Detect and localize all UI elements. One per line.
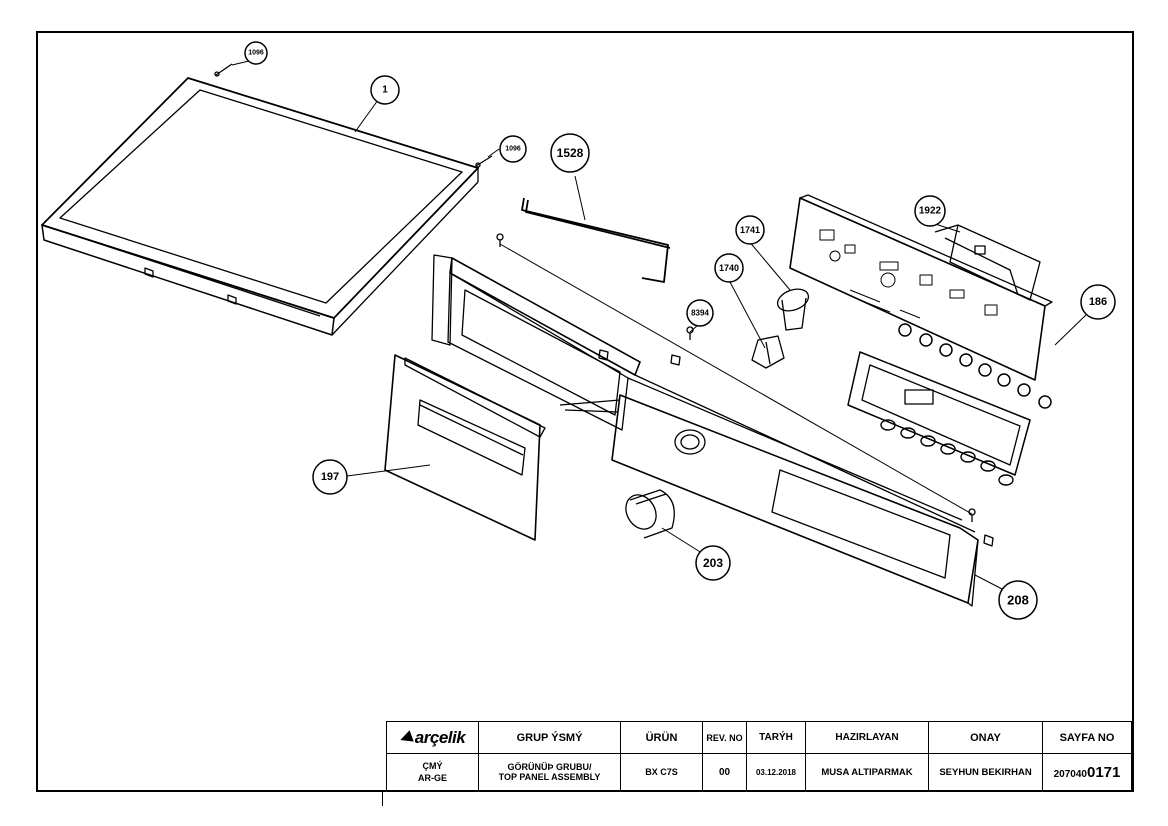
header-product: ÜRÜN: [620, 721, 703, 754]
callout-label: 208: [1007, 593, 1029, 608]
header-date: TARÝH: [746, 721, 806, 754]
callout-label: 1528: [557, 146, 584, 160]
callout-label: 197: [321, 471, 339, 483]
display-board-part: [847, 351, 1031, 486]
callout-label: 8394: [691, 309, 709, 318]
callout-1096-right: [499, 135, 527, 163]
brand-logo: arçelik: [386, 721, 479, 754]
callout-1: [370, 75, 400, 105]
product-value: BX C7S: [620, 753, 703, 791]
screw-1096-left: [214, 63, 233, 77]
title-block: arçelik GRUP ÝSMÝ ÜRÜN REV. NO TARÝH HAZ…: [386, 721, 1132, 791]
callout-label: 1096: [248, 50, 264, 57]
drawer-front-part: [384, 354, 546, 541]
department-line2: AR-GE: [418, 773, 447, 783]
header-approval: ONAY: [928, 721, 1043, 754]
page-no-suffix: 0171: [1087, 763, 1121, 781]
callout-label: 1740: [719, 263, 739, 273]
knob-part: [625, 489, 675, 539]
header-prepared-by: HAZIRLAYAN: [805, 721, 929, 754]
callout-1922: [914, 195, 946, 227]
panel-screw-top: [496, 233, 504, 247]
department-line1: ÇMÝ: [422, 761, 443, 771]
title-block-header-row: arçelik GRUP ÝSMÝ ÜRÜN REV. NO TARÝH HAZ…: [386, 721, 1132, 754]
drawing-frame: [36, 31, 1134, 792]
header-page-no: SAYFA NO: [1042, 721, 1132, 754]
top-lid-part: [41, 77, 479, 336]
callout-8394: [686, 299, 714, 327]
group-name-cell: GÖRÜNÜÞ GRUBU/ TOP PANEL ASSEMBLY: [478, 753, 621, 791]
callout-label: 186: [1089, 296, 1107, 308]
callout-label: 1096: [505, 146, 521, 153]
callout-label: 203: [703, 556, 723, 570]
header-rev-no: REV. NO: [702, 721, 747, 754]
group-name-line1: GÖRÜNÜÞ GRUBU/: [507, 762, 592, 772]
page-no-prefix: 207040: [1053, 768, 1087, 780]
callout-203: [695, 545, 731, 581]
callout-1096-left: [244, 41, 268, 65]
brand-mark-icon: [398, 730, 414, 746]
brand-name: arçelik: [414, 727, 466, 747]
approval-value: SEYHUN BEKIRHAN: [928, 753, 1043, 791]
button-1740-part: [751, 335, 785, 369]
callout-197: [312, 459, 348, 495]
frame-tick-mark: [382, 792, 383, 806]
wire-bracket-part: [521, 197, 671, 283]
callout-208: [998, 580, 1038, 620]
leader-lines: [231, 60, 1089, 591]
display-bracket-part: [934, 224, 1041, 301]
department-cell: ÇMÝ AR-GE: [386, 753, 479, 791]
group-name-line2: TOP PANEL ASSEMBLY: [498, 772, 601, 782]
button-1741-part: [776, 288, 810, 331]
control-panel-part: [431, 254, 994, 607]
callout-1741: [735, 215, 765, 245]
callout-1740: [714, 253, 744, 283]
title-block-value-row: ÇMÝ AR-GE GÖRÜNÜÞ GRUBU/ TOP PANEL ASSEM…: [386, 753, 1132, 791]
callout-label: 1741: [740, 225, 760, 235]
prepared-by-value: MUSA ALTIPARMAK: [805, 753, 929, 791]
rev-no-value: 00: [702, 753, 747, 791]
callout-1528: [550, 133, 590, 173]
callout-186: [1080, 284, 1116, 320]
callout-label: 1: [382, 85, 388, 96]
header-group-name: GRUP ÝSMÝ: [478, 721, 621, 754]
date-value: 03.12.2018: [746, 753, 806, 791]
callout-label: 1922: [919, 206, 942, 217]
screw-1096-right: [475, 155, 493, 168]
pcb-part: [789, 194, 1053, 409]
page-no-value: 2070400171: [1042, 753, 1132, 791]
